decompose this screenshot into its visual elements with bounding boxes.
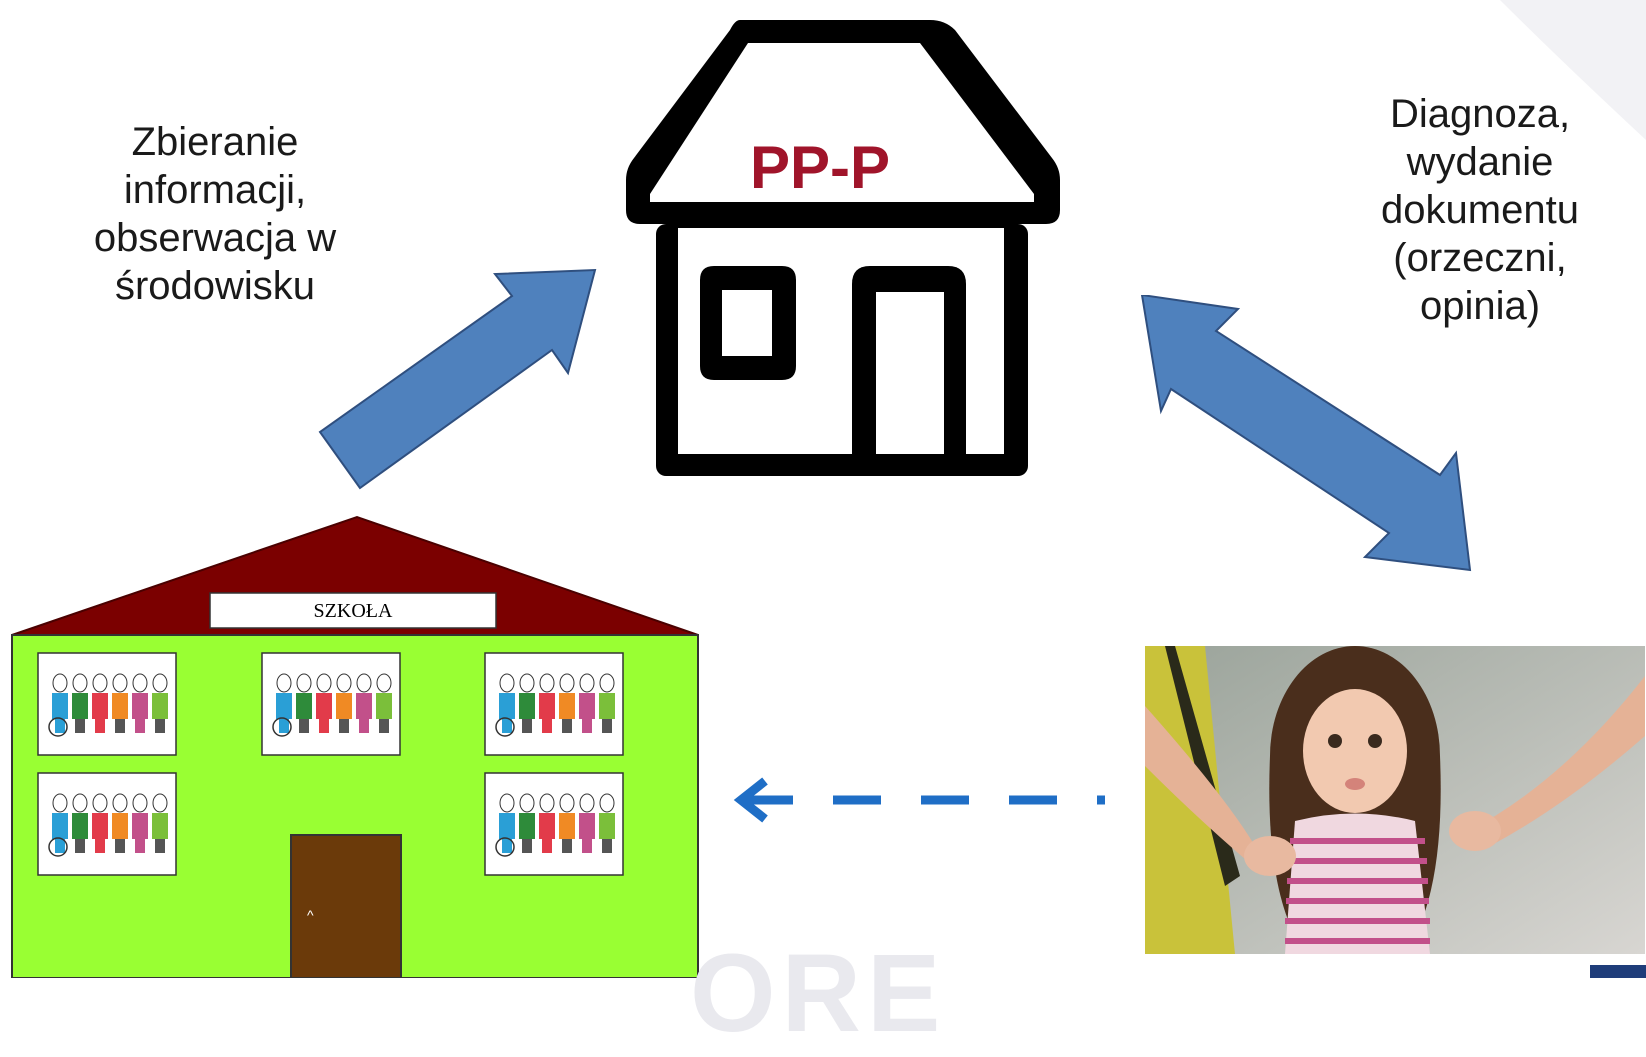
people-illustration [48, 793, 168, 857]
watermark-logo: ORE [690, 932, 947, 1055]
school-sign-label: SZKOŁA [314, 600, 393, 622]
svg-text:^: ^ [307, 907, 314, 923]
school-window [261, 652, 401, 756]
left-caption: Zbieranie informacji, obserwacja w środo… [93, 120, 337, 308]
school-windows [37, 652, 624, 876]
school-window [484, 652, 624, 756]
school-window [484, 772, 624, 876]
people-illustration [495, 673, 615, 737]
house-icon: PP-P [626, 20, 1060, 476]
people-illustration [272, 673, 392, 737]
school-window [37, 652, 177, 756]
child-photo [1145, 646, 1645, 954]
people-illustration [48, 673, 168, 737]
people-illustration [495, 793, 615, 857]
corner-decoration [1590, 965, 1646, 978]
arrow-school-to-ppp [318, 268, 597, 490]
right-caption: Diagnoza, wydanie dokumentu (orzeczni, o… [1381, 92, 1579, 328]
ppp-label: PP-P [750, 134, 890, 201]
arrow-ppp-child-double [1140, 295, 1472, 572]
school-building: SZKOŁA ^ [11, 515, 699, 978]
dashed-arrow-child-to-school [733, 777, 1105, 823]
background-swoosh [1500, 0, 1646, 140]
school-window [37, 772, 177, 876]
